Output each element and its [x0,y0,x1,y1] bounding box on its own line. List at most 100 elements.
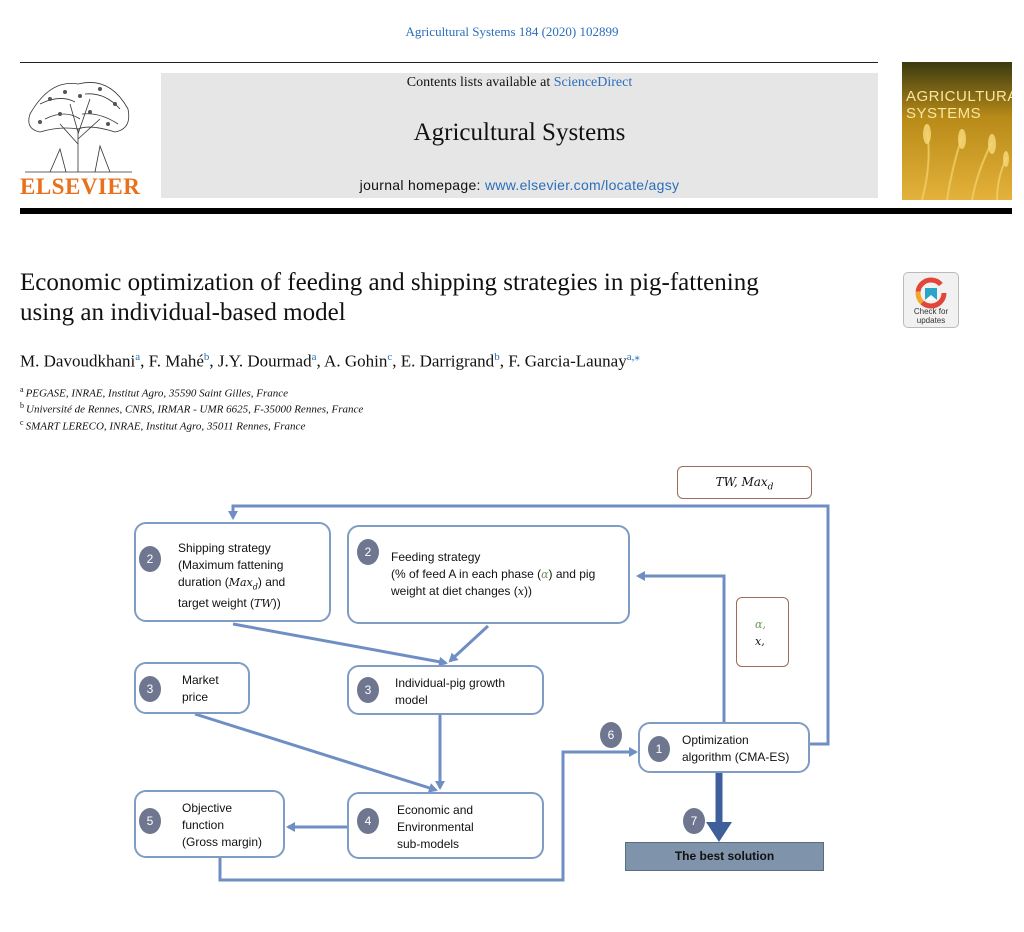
x-label: x, [755,635,765,648]
math-x: x [517,585,524,598]
text-line: Shipping strategy [178,541,271,555]
sciencedirect-link[interactable]: ScienceDirect [553,75,633,90]
text-line: price [182,690,209,704]
arrow-shipping-to-growth [232,622,448,667]
step-7-badge: 7 [683,808,705,834]
arrow-best-head [706,822,732,842]
journal-name: Agricultural Systems [413,119,626,146]
citation-link[interactable]: Agricultural Systems 184 (2020) 102899 [405,24,619,39]
wheat-cover-image [902,62,1012,200]
objective-text: Objective function (Gross margin) [182,800,262,851]
author-affil-sup[interactable]: a [135,351,141,363]
best-solution-box: The best solution [625,842,824,871]
check-for-updates-button[interactable]: Check for updates [903,272,959,328]
text-line: Market [182,673,219,687]
elsevier-logo: ELSEVIER [20,74,141,200]
affil-sup: c [20,418,24,427]
shipping-strategy-box: 2 Shipping strategy (Maximum fattening d… [134,522,331,622]
arrow-market-to-economic [194,712,438,793]
check-updates-icon [915,277,947,309]
math-sub: d [252,582,258,592]
arrow-optimization-to-shipping [228,504,830,746]
author-affil-sup[interactable]: c [387,351,393,363]
step-badge: 3 [357,677,379,703]
step-badge: 3 [139,676,161,702]
step-badge: 4 [357,808,379,834]
author-affil-sup[interactable]: b [494,351,500,363]
optimization-text: Optimization algorithm (CMA-ES) [682,732,789,766]
text-part: (% of feed A in each phase ( [391,567,542,581]
contents-line: Contents lists available at ScienceDirec… [161,75,878,91]
alpha-label: α, [755,618,766,631]
text-line: Optimization [682,733,749,747]
math-tw: TW [254,597,273,611]
alpha-x-label: α, x, [755,616,766,650]
publisher-logo-text: ELSEVIER [20,174,141,199]
optimization-algorithm-box: 1 Optimization algorithm (CMA-ES) [638,722,810,773]
arrow-optimization-to-feeding [636,571,726,722]
economic-submodels-box: 4 Economic and Environmental sub-models [347,792,544,859]
text-line: Individual-pig growth [395,676,506,690]
text-line: sub-models [397,837,460,851]
text-line: algorithm (CMA-ES) [682,750,790,764]
text-line: (% of feed A in each phase (α) and pig [391,566,595,583]
text-line: weight at diet changes (x)) [391,583,595,600]
homepage-prefix: journal homepage: [359,177,485,193]
text-line: target weight (TW)) [178,595,285,612]
growth-model-text: Individual-pig growth model [395,675,505,709]
text-line: function [182,818,225,832]
affil-sup: b [20,401,24,410]
market-price-text: Market price [182,672,219,706]
tw-label: TW [715,475,734,489]
homepage-link[interactable]: www.elsevier.com/locate/agsy [484,177,680,193]
elsevier-tree-icon [25,82,132,173]
arrow-feeding-to-growth [448,624,490,663]
author[interactable]: F. Mahé [148,351,204,371]
author-affil-sup[interactable]: a,⁎ [626,351,640,363]
header-thick-rule [20,208,1012,214]
author[interactable]: M. Davoudkhani [20,351,136,371]
affil-sup: a [20,385,24,394]
tw-maxd-box: TW, Maxd [677,466,812,499]
journal-citation[interactable]: Agricultural Systems 184 (2020) 102899 [0,24,1024,40]
max-label: , Max [733,475,768,489]
header-rule [20,62,878,63]
text-part: )) [272,596,281,611]
step-badge: 5 [139,808,161,834]
text-line: duration (Maxd) and [178,574,285,595]
step-badge: 2 [357,539,379,565]
author-affil-sup[interactable]: b [203,351,210,363]
text-part: ) and [257,575,286,589]
author[interactable]: A. Gohin [324,351,388,371]
feeding-strategy-box: 2 Feeding strategy (% of feed A in each … [347,525,630,624]
step-badge: 2 [139,546,161,572]
text-part: ) and pig [548,567,596,581]
text-line: Objective [182,801,233,815]
journal-cover[interactable]: AGRICULTURAL SYSTEMS [902,62,1012,200]
text-part: duration ( [178,575,229,589]
economic-text: Economic and Environmental sub-models [397,802,474,853]
text-line: Environmental [397,820,474,834]
author[interactable]: F. Garcia-Launay [508,351,627,371]
author-affil-sup[interactable]: a [311,351,317,363]
affil-text: PEGASE, INRAE, Institut Agro, 35590 Sain… [25,387,289,400]
market-price-box: 3 Market price [134,662,250,714]
text-part: weight at diet changes ( [391,584,518,598]
cover-title-line2: SYSTEMS [906,105,982,122]
check-updates-label: Check for updates [904,307,958,325]
author[interactable]: J.Y. Dourmad [217,351,312,371]
math-max: Max [228,576,253,589]
article-title: Economic optimization of feeding and shi… [20,268,880,328]
text-line: Feeding strategy [391,550,481,564]
title-line2: using an individual-based model [20,299,346,326]
growth-model-box: 3 Individual-pig growth model [347,665,544,715]
math-alpha: α [541,568,549,581]
text-line: Economic and [397,803,474,817]
cover-title: AGRICULTURAL SYSTEMS [906,88,1012,122]
author[interactable]: E. Darrigrand [400,351,495,371]
feeding-strategy-text: Feeding strategy (% of feed A in each ph… [391,549,595,600]
